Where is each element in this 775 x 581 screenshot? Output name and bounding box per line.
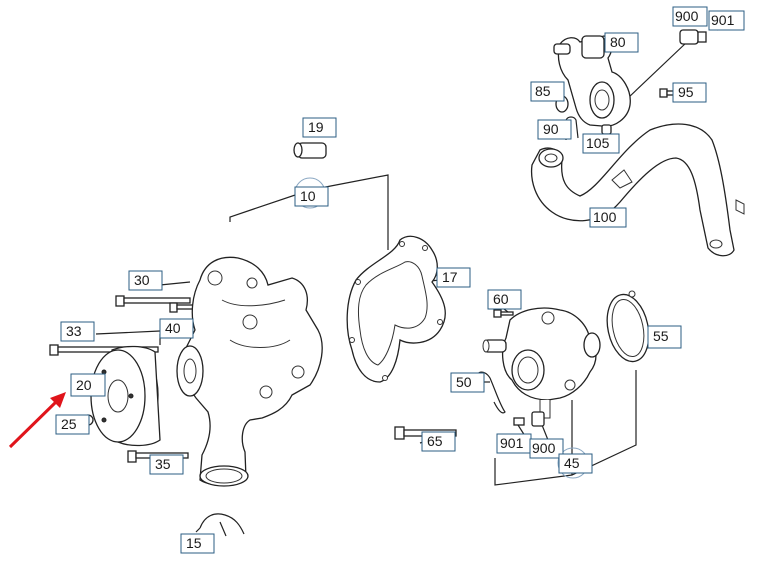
clip-15-part <box>195 513 245 537</box>
svg-text:85: 85 <box>535 83 551 99</box>
pipe-100-part <box>530 123 745 257</box>
label-900-top[interactable]: 900 <box>672 6 708 27</box>
label-105[interactable]: 105 <box>582 133 620 154</box>
label-30[interactable]: 30 <box>128 270 163 291</box>
svg-text:900: 900 <box>675 8 699 24</box>
label-35[interactable]: 35 <box>149 454 184 475</box>
clip-105-part <box>601 124 612 135</box>
svg-text:901: 901 <box>500 435 524 451</box>
label-25[interactable]: 25 <box>55 414 90 435</box>
label-10[interactable]: 10 <box>294 186 329 207</box>
label-45[interactable]: 45 <box>558 453 593 474</box>
label-100[interactable]: 100 <box>589 207 627 228</box>
screw-60-part <box>493 309 514 318</box>
part-labels: 19 10 17 30 40 33 20 25 <box>55 6 745 554</box>
label-901-top[interactable]: 901 <box>708 10 745 31</box>
highlight-arrow-icon <box>8 392 66 449</box>
svg-text:80: 80 <box>610 34 626 50</box>
label-20[interactable]: 20 <box>70 373 106 397</box>
svg-text:40: 40 <box>165 320 181 336</box>
label-95[interactable]: 95 <box>672 82 707 103</box>
svg-text:50: 50 <box>456 374 472 390</box>
label-60[interactable]: 60 <box>487 289 522 310</box>
svg-text:35: 35 <box>155 456 171 472</box>
bushing-19-part <box>293 142 327 159</box>
svg-text:95: 95 <box>678 84 694 100</box>
label-19[interactable]: 19 <box>302 117 337 138</box>
svg-text:33: 33 <box>66 323 82 339</box>
label-80[interactable]: 80 <box>604 32 639 53</box>
svg-text:30: 30 <box>134 272 150 288</box>
pump-housing-part <box>176 256 323 487</box>
label-900-bottom[interactable]: 900 <box>529 438 564 459</box>
svg-text:900: 900 <box>532 440 556 456</box>
bolt-30-part <box>115 295 191 307</box>
gasket-55-part <box>606 290 650 363</box>
svg-text:65: 65 <box>427 433 443 449</box>
svg-text:55: 55 <box>653 328 669 344</box>
svg-text:25: 25 <box>61 416 77 432</box>
label-65[interactable]: 65 <box>421 431 456 452</box>
pulley-20-part <box>90 345 161 447</box>
svg-text:15: 15 <box>186 535 202 551</box>
label-90[interactable]: 90 <box>537 119 572 140</box>
label-85[interactable]: 85 <box>530 81 565 102</box>
svg-text:17: 17 <box>442 269 458 285</box>
svg-text:90: 90 <box>543 121 559 137</box>
label-17[interactable]: 17 <box>436 267 471 288</box>
svg-text:10: 10 <box>300 188 316 204</box>
seal-50-part <box>476 371 506 414</box>
svg-text:105: 105 <box>586 135 610 151</box>
gasket-17-part <box>346 235 446 383</box>
svg-text:100: 100 <box>593 209 617 225</box>
label-33[interactable]: 33 <box>60 321 95 342</box>
sensor-901-900-bottom-part <box>513 411 545 427</box>
label-50[interactable]: 50 <box>450 372 485 393</box>
svg-text:45: 45 <box>564 455 580 471</box>
svg-text:901: 901 <box>711 12 735 28</box>
thermostat-housing-part <box>482 307 601 419</box>
bolt-33-part <box>49 344 159 356</box>
svg-text:20: 20 <box>76 377 92 393</box>
label-55[interactable]: 55 <box>647 325 682 349</box>
label-40[interactable]: 40 <box>159 318 194 339</box>
label-901-bottom[interactable]: 901 <box>496 433 532 454</box>
fitting-900-901-top-part <box>679 29 707 45</box>
connector-80-part <box>553 35 631 127</box>
svg-text:60: 60 <box>493 291 509 307</box>
svg-text:19: 19 <box>308 119 324 135</box>
label-15[interactable]: 15 <box>180 533 215 554</box>
